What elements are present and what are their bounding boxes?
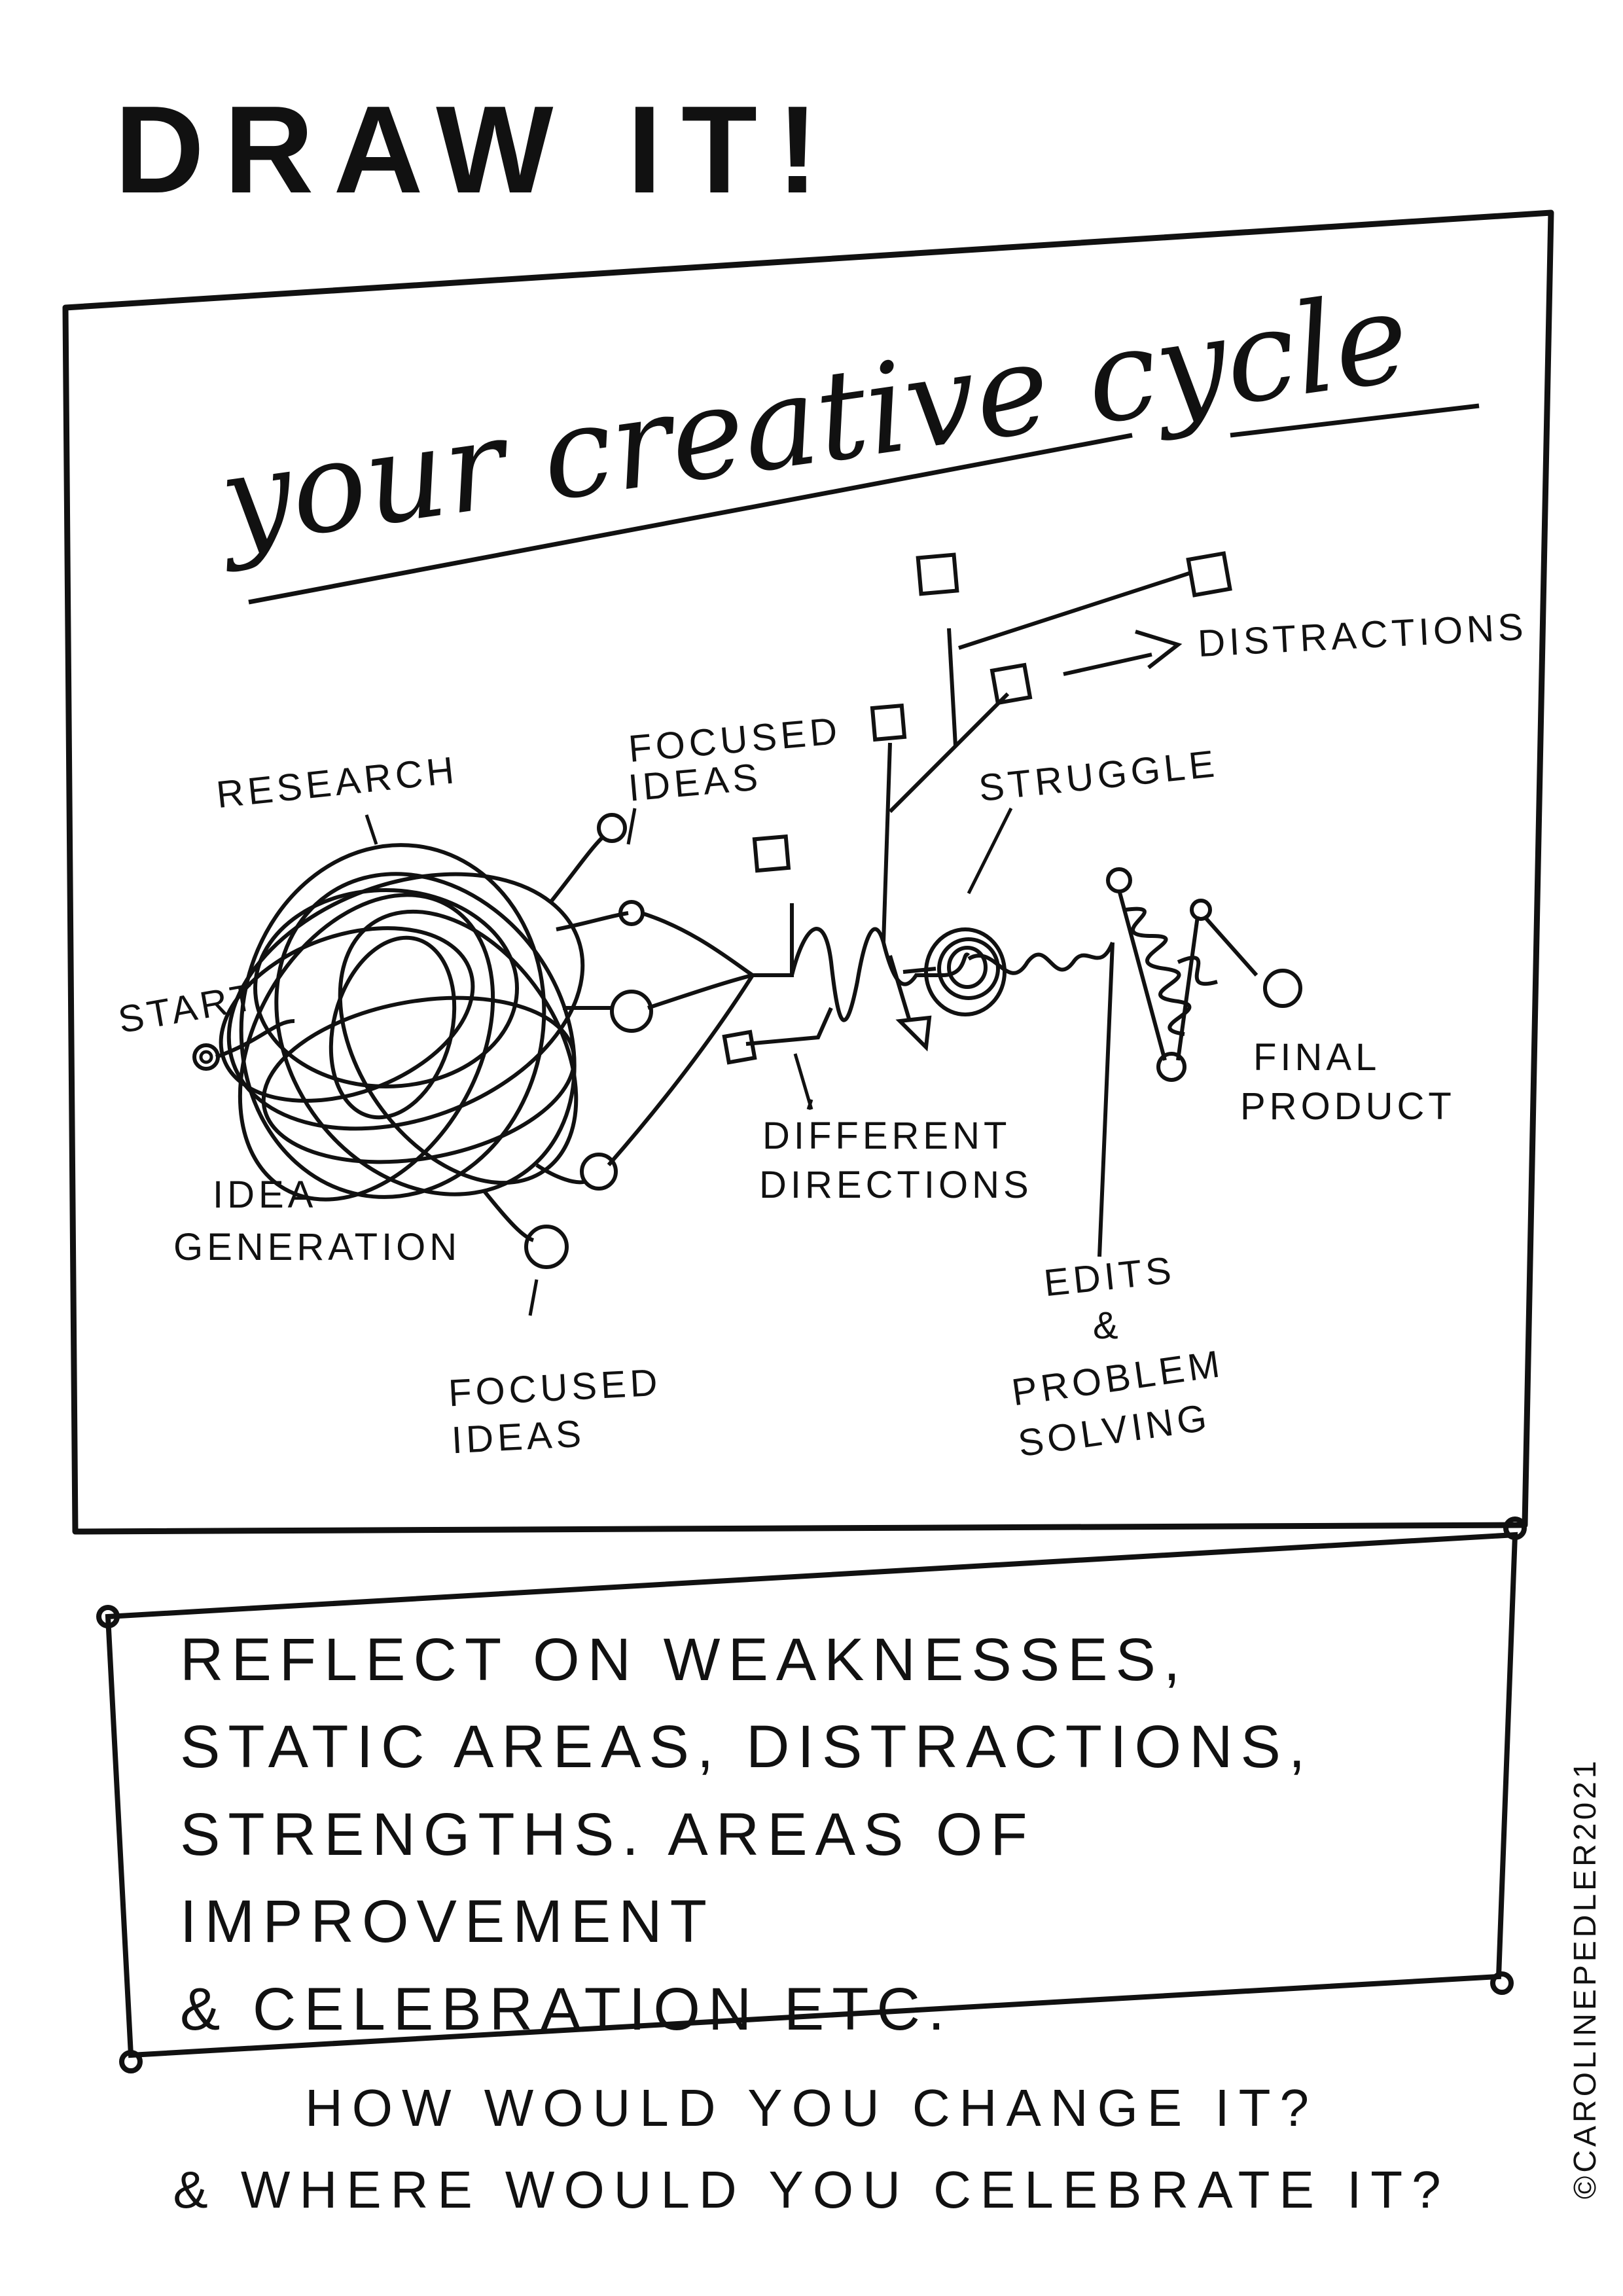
start-node	[192, 1043, 220, 1071]
label-edits-2: &	[1093, 1304, 1122, 1347]
reflection-line-2: STATIC AREAS, DISTRACTIONS,	[180, 1713, 1313, 1781]
page-title: DRAW IT!	[115, 81, 838, 219]
different-directions-path	[722, 834, 971, 1065]
title-underline-end	[1230, 403, 1480, 438]
label-leaders	[365, 807, 1013, 1316]
copyright-credit: ©CAROLINEPEDLER2021	[1568, 1757, 1603, 2199]
label-final-product-1: FINAL	[1253, 1036, 1381, 1079]
reflection-text: REFLECT ON WEAKNESSES, STATIC AREAS, DIS…	[180, 1617, 1502, 2053]
reflection-line-3: STRENGTHS. AREAS OF IMPROVEMENT	[180, 1801, 1035, 1956]
question-change: HOW WOULD YOU CHANGE IT?	[305, 2079, 1318, 2137]
edits-zigzag	[1097, 867, 1302, 1257]
label-idea-generation-1: IDEA	[213, 1174, 317, 1216]
distractions-branches	[870, 551, 1232, 943]
reflection-line-1: REFLECT ON WEAKNESSES,	[180, 1626, 1188, 1693]
question-celebrate: & WHERE WOULD YOU CELEBRATE IT?	[173, 2161, 1450, 2219]
label-idea-generation-2: GENERATION	[173, 1226, 461, 1268]
reflection-box	[96, 1516, 1527, 2073]
struggle-spiral	[902, 927, 1115, 1016]
focused-idea-branches	[482, 813, 755, 1269]
reflection-line-4: & CELEBRATION ETC.	[180, 1975, 953, 2043]
label-different-directions-2: DIRECTIONS	[759, 1164, 1033, 1206]
label-final-product-2: PRODUCT	[1240, 1085, 1455, 1128]
label-focused-ideas-bottom-2: IDEAS	[450, 1412, 586, 1462]
label-different-directions-1: DIFFERENT	[762, 1115, 1011, 1157]
title-underline	[248, 433, 1133, 605]
